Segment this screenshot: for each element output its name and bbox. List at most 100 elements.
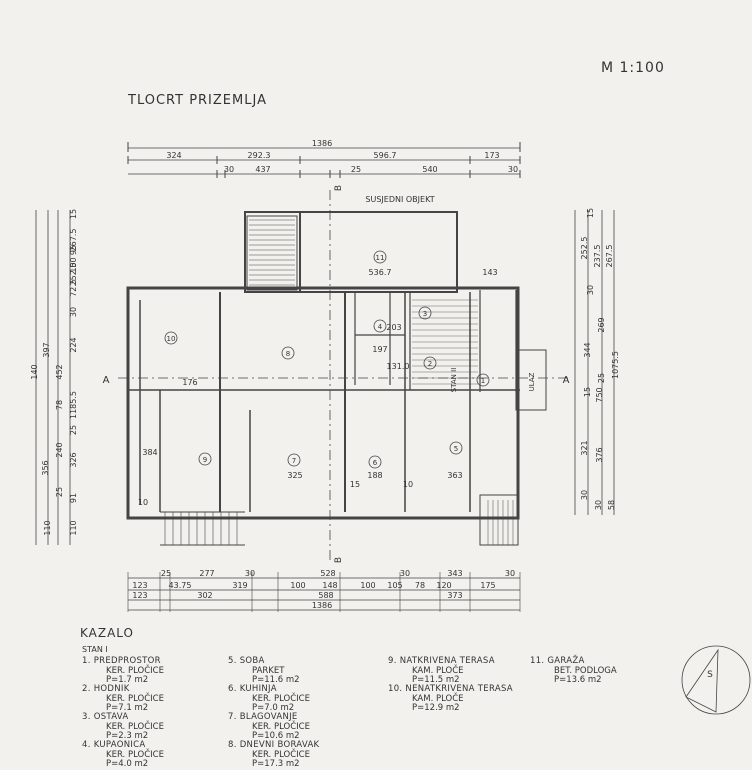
- dimension-label: 30: [594, 500, 603, 510]
- dimension-label: 173: [484, 151, 499, 160]
- dimension-label: 72.5: [69, 279, 78, 297]
- dimension-label: 120: [436, 581, 451, 590]
- dimension-label: 356: [41, 460, 50, 475]
- dimension-label: 252.5: [69, 263, 78, 286]
- dimension-label: 452: [55, 364, 64, 379]
- dimension-label: 25: [161, 569, 171, 578]
- dimension-label: 292.3: [248, 151, 271, 160]
- section-a-marker: A: [563, 375, 570, 386]
- dimension-label: 1185.5: [69, 391, 78, 419]
- dimension-label: 10: [138, 498, 148, 507]
- legend-detail: P=12.9 m2: [412, 703, 460, 713]
- dimension-label: 123: [132, 581, 147, 590]
- entrance-label: ULAZ: [528, 372, 536, 391]
- dimension-label: 140: [30, 364, 39, 379]
- dimension-label: 252.5: [580, 237, 589, 260]
- dimension-label: 343: [447, 569, 462, 578]
- dimension-label: 203: [386, 323, 401, 332]
- dimension-label: 326: [69, 452, 78, 467]
- dimension-label: 148: [322, 581, 337, 590]
- room-number-10: [164, 331, 178, 345]
- legend-detail: P=1.7 m2: [106, 675, 149, 685]
- dimension-label: 30: [586, 285, 595, 295]
- room-number: 6: [373, 459, 378, 467]
- room-number-6: [368, 455, 382, 469]
- dimension-label: 197: [372, 345, 387, 354]
- legend-detail: P=10.6 m2: [252, 731, 300, 741]
- legend-room-name: 11. GARAŽA: [530, 656, 585, 666]
- dimension-label: 384: [142, 448, 157, 457]
- legend-detail: P=13.6 m2: [554, 675, 602, 685]
- legend-room-name: 6. KUHINJA: [228, 684, 277, 694]
- legend-room-name: 9. NATKRIVENA TERASA: [388, 656, 495, 666]
- dimension-label: 344: [583, 342, 592, 357]
- legend-room-name: 1. PREDPROSTOR: [82, 656, 161, 666]
- dimension-label: 321: [580, 440, 589, 455]
- dimension-label: 15: [583, 387, 592, 397]
- dimension-label: 540: [422, 165, 437, 174]
- dimension-label: 25: [55, 487, 64, 497]
- room-number: 10: [167, 335, 176, 343]
- legend-detail: P=2.3 m2: [106, 731, 149, 741]
- scale-label: M 1:100: [601, 60, 665, 76]
- legend-room-name: 2. HODNIK: [82, 684, 130, 694]
- legend-detail: KER. PLOČICE: [252, 721, 310, 732]
- dimension-label: 324: [166, 151, 181, 160]
- dimension-label: 78: [415, 581, 425, 590]
- legend-detail: BET. PODLOGA: [554, 665, 617, 676]
- dimension-label: 376: [595, 447, 604, 462]
- room-number: 3: [423, 310, 427, 318]
- legend-room-name: 7. BLAGOVANJE: [228, 712, 298, 722]
- legend-detail: KAM. PLOČE: [412, 665, 464, 676]
- dimension-label: 319: [232, 581, 247, 590]
- dimension-label: 100: [69, 257, 78, 272]
- dimension-label: 237.5: [593, 245, 602, 268]
- dimension-label: 58: [607, 500, 616, 510]
- room-number: 9: [203, 456, 207, 464]
- dimension-label: 240: [55, 442, 64, 457]
- legend-detail: KER. PLOČICE: [106, 693, 164, 704]
- room-number-7: [287, 453, 301, 467]
- legend-detail: KER. PLOČICE: [252, 749, 310, 760]
- legend-room-name: 3. OSTAVA: [82, 712, 129, 722]
- dimension-label: 95: [69, 245, 78, 255]
- neighbor-label: SUSJEDNI OBJEKT: [365, 195, 434, 204]
- dimension-label: 1386: [312, 139, 332, 148]
- dimension-label: 100: [290, 581, 305, 590]
- legend-detail: PARKET: [252, 665, 285, 676]
- legend-detail: KER. PLOČICE: [106, 665, 164, 676]
- legend-detail: KER. PLOČICE: [252, 693, 310, 704]
- dimension-label: 1075.5: [611, 351, 620, 379]
- dimension-label: 277: [199, 569, 214, 578]
- dimension-label: 25: [597, 373, 606, 383]
- dimension-label: 528: [320, 569, 335, 578]
- dimension-label: 302: [197, 591, 212, 600]
- stair-label: STAN II: [450, 368, 458, 393]
- legend-detail: P=4.0 m2: [106, 759, 149, 769]
- legend-room-name: 10. NENATKRIVENA TERASA: [388, 684, 513, 694]
- dimension-label: 175: [480, 581, 495, 590]
- north-arrow-icon: [681, 645, 751, 715]
- room-number-4: [373, 319, 387, 333]
- dimension-label: 30: [580, 490, 589, 500]
- legend-detail: P=11.5 m2: [412, 675, 460, 685]
- dimension-label: 224: [69, 337, 78, 352]
- legend-room-name: 4. KUPAONICA: [82, 740, 146, 750]
- dimension-label: 397: [42, 342, 51, 357]
- dimension-label: 363: [447, 471, 462, 480]
- dimension-label: 100: [360, 581, 375, 590]
- dimension-label: 267.5: [605, 245, 614, 268]
- dimension-label: 176: [182, 378, 197, 387]
- legend-room-name: 8. DNEVNI BORAVAK: [228, 740, 320, 750]
- dimension-label: 15: [586, 208, 595, 218]
- dimension-label: 30: [224, 165, 234, 174]
- dimension-label: 750: [595, 387, 604, 402]
- room-number: 4: [378, 323, 383, 331]
- room-number-3: [418, 306, 432, 320]
- dimension-label: 15: [350, 480, 360, 489]
